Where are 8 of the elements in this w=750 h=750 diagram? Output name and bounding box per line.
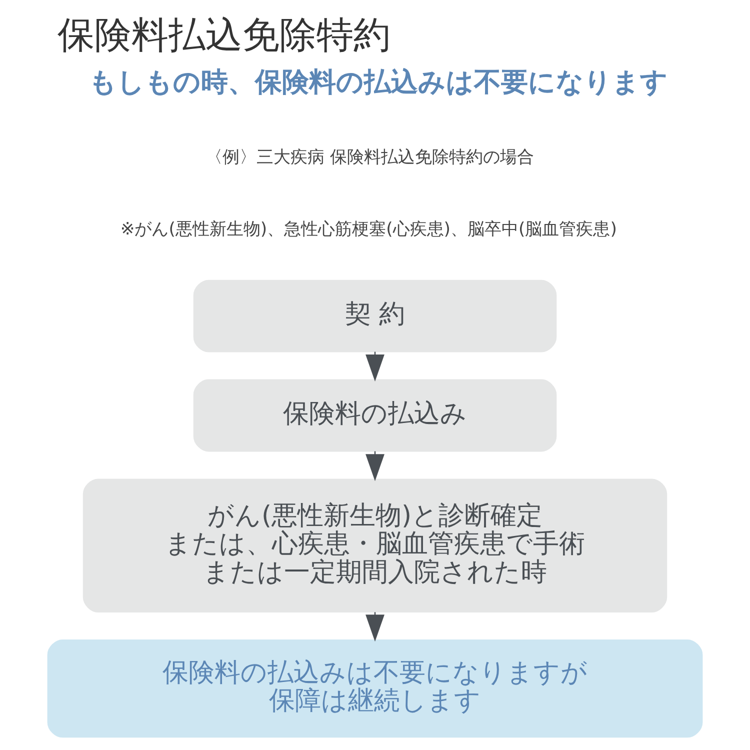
node-box: 保険料の払込み	[193, 379, 557, 452]
diagram-title: 保険料払込免除特約	[58, 13, 391, 56]
label: ※がん(悪性新生物)、急性心筋梗塞(心疾患)、脳卒中(脳血管疾患)	[120, 220, 617, 240]
node-box: がん(悪性新生物)と診断確定または、心疾患・脳血管疾患で手術または一定期間入院された時	[82, 478, 668, 612]
node-box: 契 約	[193, 280, 557, 352]
label: 〈例〉三大疾病 保険料払込免除特約の場合	[206, 147, 534, 168]
label: もしもの時、保険料の払込みは不要になります	[89, 66, 668, 98]
node-box: 保険料の払込みは不要になりますが保障は継続します	[47, 640, 703, 738]
